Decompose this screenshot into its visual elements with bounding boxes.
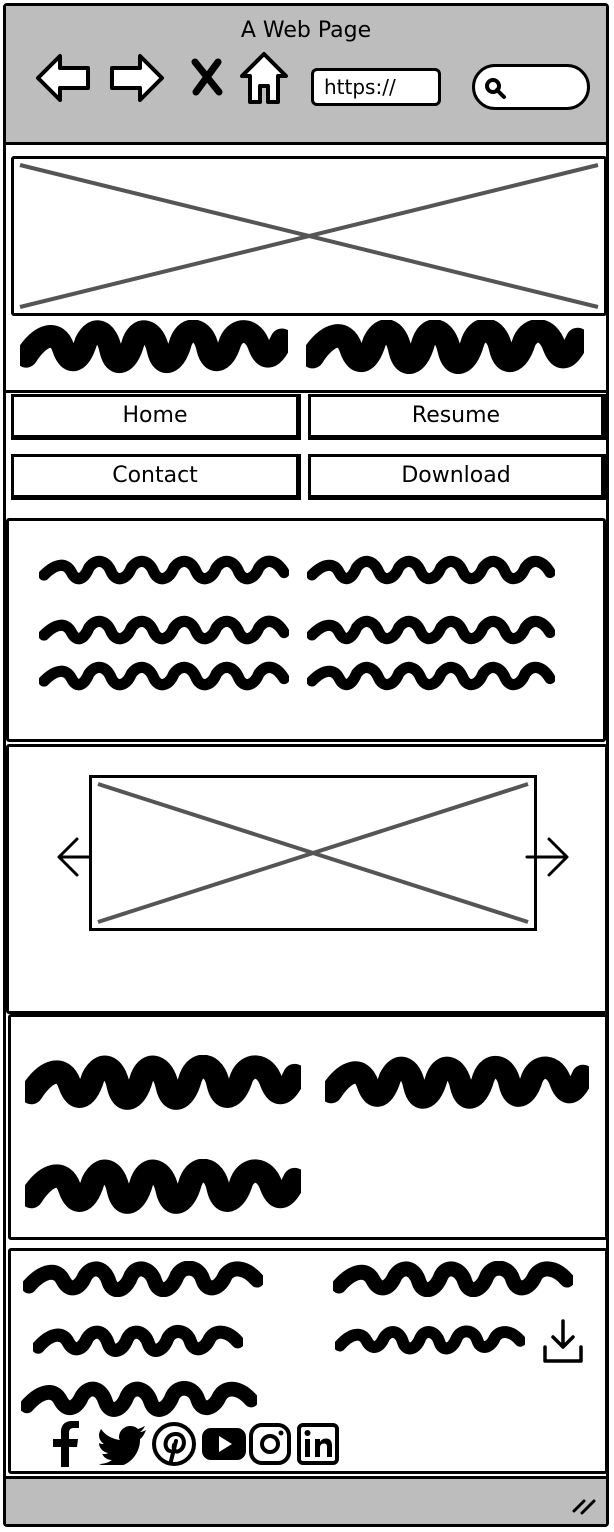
search-input[interactable] — [472, 64, 590, 110]
carousel-image — [89, 775, 537, 931]
contact-button[interactable]: Contact — [11, 454, 301, 500]
close-icon[interactable] — [190, 58, 224, 96]
divider — [6, 390, 606, 393]
text-line — [39, 615, 289, 645]
text-line — [307, 555, 555, 585]
home-button[interactable]: Home — [11, 394, 301, 440]
text-line — [25, 1055, 301, 1111]
text-line — [307, 615, 555, 645]
large-text-section — [8, 1014, 608, 1240]
linkedin-icon[interactable] — [297, 1423, 339, 1465]
text-line — [39, 661, 289, 691]
carousel-section — [6, 744, 608, 1014]
text-section — [6, 518, 606, 742]
footer-text-line — [21, 1381, 257, 1417]
text-line — [39, 555, 289, 585]
header-text-left — [20, 320, 288, 374]
footer-text-line — [335, 1323, 525, 1357]
instagram-icon[interactable] — [249, 1423, 291, 1465]
youtube-icon[interactable] — [201, 1427, 247, 1461]
download-icon[interactable] — [541, 1317, 585, 1365]
facebook-icon[interactable] — [49, 1421, 83, 1467]
status-bar — [6, 1476, 606, 1524]
search-icon — [483, 76, 507, 100]
footer-text-line — [333, 1261, 573, 1297]
footer-section — [8, 1248, 608, 1474]
back-arrow-icon[interactable] — [34, 52, 92, 104]
download-button[interactable]: Download — [308, 454, 606, 500]
chevron-right-icon[interactable] — [525, 835, 571, 879]
window-title: A Web Page — [240, 18, 372, 43]
twitter-icon[interactable] — [99, 1425, 147, 1465]
footer-text-line — [33, 1323, 243, 1359]
browser-toolbar: A Web Page https:// — [6, 6, 606, 145]
pinterest-icon[interactable] — [151, 1421, 197, 1467]
footer-text-line — [23, 1261, 263, 1297]
text-line — [325, 1055, 589, 1111]
url-input[interactable]: https:// — [311, 68, 441, 106]
resize-grip-icon[interactable] — [570, 1489, 596, 1515]
hero-image — [11, 156, 607, 316]
text-line — [307, 661, 555, 691]
forward-arrow-icon[interactable] — [108, 52, 166, 104]
resume-button[interactable]: Resume — [308, 394, 606, 440]
home-icon[interactable] — [238, 50, 290, 106]
header-text-right — [306, 320, 584, 374]
text-line — [25, 1159, 301, 1215]
browser-window: A Web Page https:// — [3, 3, 609, 1527]
